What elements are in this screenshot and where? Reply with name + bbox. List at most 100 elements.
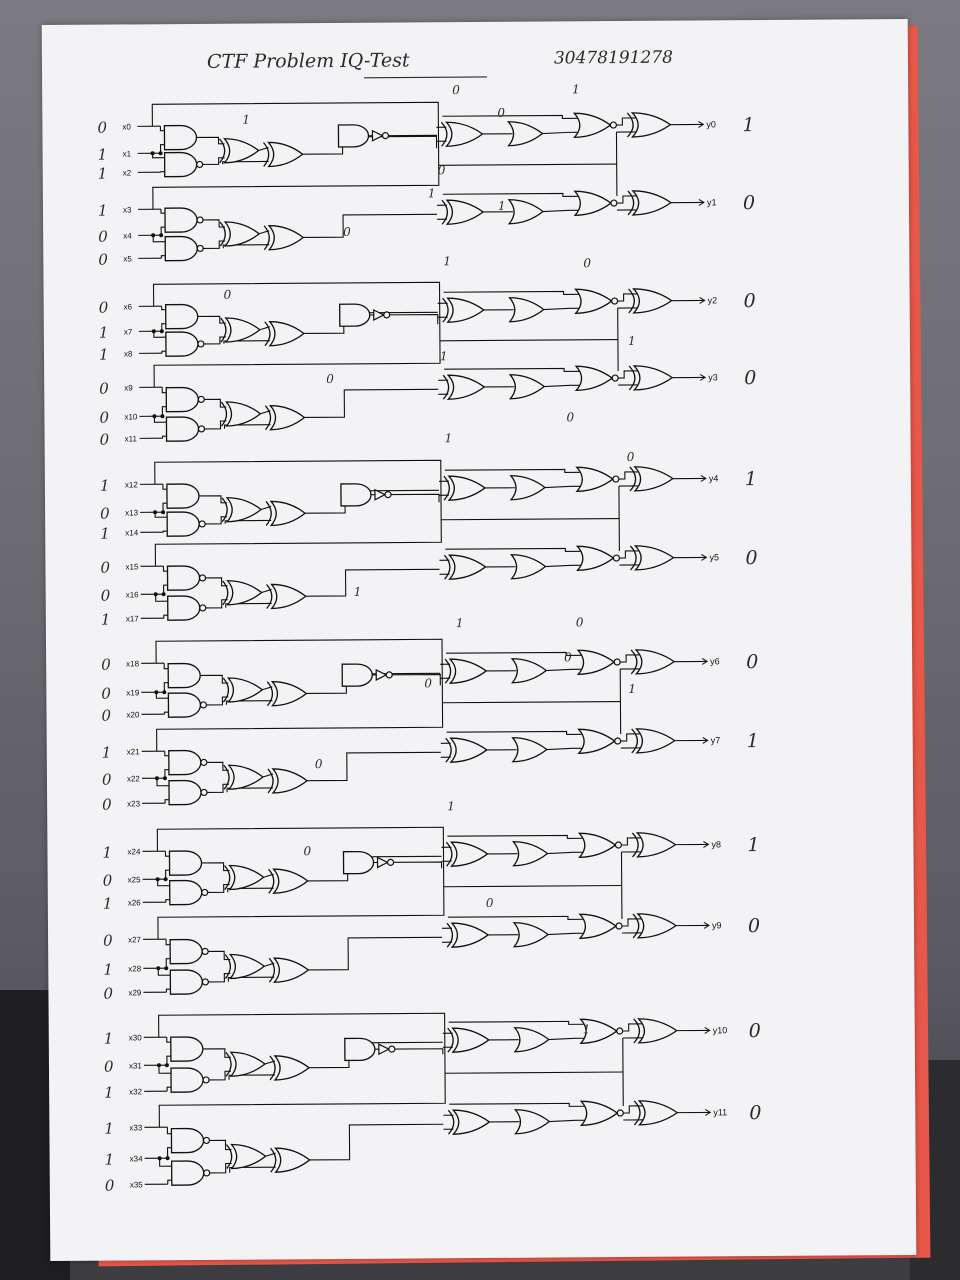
nor-bubble	[609, 121, 618, 129]
wire	[164, 799, 170, 804]
nand-bubble	[203, 1169, 211, 1177]
input-label: x11	[125, 434, 138, 443]
xor-gate	[270, 583, 307, 610]
xor-arc	[225, 1051, 232, 1077]
xor-gate	[268, 405, 306, 431]
and-gate	[167, 692, 202, 718]
wire	[209, 1162, 232, 1174]
nand-bubble	[196, 244, 204, 253]
or-gate	[510, 658, 548, 684]
wire	[165, 939, 171, 946]
xor-gate	[630, 112, 672, 138]
xor-gate	[272, 868, 309, 894]
xor-gate	[226, 677, 264, 703]
and-gate	[163, 151, 198, 178]
input-value-mark: 0	[103, 985, 113, 1003]
wire	[621, 918, 644, 927]
xor-gate	[226, 580, 263, 606]
nor-bubble	[614, 737, 622, 745]
xor-gate	[636, 913, 678, 939]
wire	[151, 101, 439, 127]
xor-gate	[224, 317, 261, 343]
input-value-mark: 0	[99, 409, 109, 427]
wire	[305, 568, 440, 597]
xor-gate	[227, 764, 265, 790]
input-value-mark: 1	[105, 1151, 115, 1169]
header-title: CTF Problem IQ-Test	[207, 49, 410, 72]
or-gate	[509, 554, 547, 580]
xor-gate	[223, 221, 261, 247]
wire	[306, 672, 441, 695]
output-label: y1	[707, 197, 717, 207]
input-value-mark: 1	[104, 1120, 114, 1138]
wire	[166, 1055, 171, 1066]
wire	[209, 1070, 232, 1081]
wire	[444, 367, 583, 372]
wire	[164, 769, 169, 779]
input-value-mark: 1	[102, 844, 112, 862]
input-label: x1	[123, 149, 132, 158]
and-gate	[167, 662, 201, 689]
input-value-mark: 0	[104, 1058, 114, 1076]
wire	[207, 783, 230, 793]
wire	[154, 470, 442, 567]
nand-bubble	[197, 425, 206, 433]
wire	[152, 235, 166, 243]
wire-junction	[162, 776, 167, 781]
xor-gate	[633, 545, 675, 571]
output-value-mark: 0	[745, 547, 757, 569]
wire	[222, 160, 269, 165]
and-gate	[344, 1037, 376, 1062]
and-gate	[166, 565, 201, 591]
wire	[545, 564, 584, 568]
input-label: x20	[126, 710, 140, 719]
xor-arc	[222, 580, 229, 606]
wire	[616, 117, 639, 126]
wire	[616, 195, 639, 204]
wire	[160, 226, 166, 236]
output-value-mark: 1	[742, 114, 754, 136]
or-gate	[578, 913, 618, 939]
pencil-annotation: 1	[447, 799, 455, 813]
wire	[159, 126, 165, 132]
input-label: x13	[125, 508, 139, 517]
wire	[156, 778, 170, 787]
nand-bubble	[202, 1076, 210, 1084]
not-gate	[373, 309, 386, 321]
input-value-mark: 0	[101, 587, 111, 605]
xor-gate	[447, 554, 487, 580]
xor-arc	[632, 913, 640, 939]
input-label: x17	[126, 614, 140, 623]
output-arrow	[701, 554, 708, 561]
input-label: x7	[124, 327, 133, 336]
xor-gate	[274, 1147, 311, 1173]
gate-layer	[163, 112, 679, 1186]
wire	[155, 638, 443, 664]
wire	[617, 293, 640, 302]
wire	[206, 761, 229, 771]
output-label: y11	[713, 1107, 727, 1117]
output-arrow	[698, 199, 705, 206]
wire-junction	[153, 510, 158, 515]
or-gate	[577, 832, 617, 858]
input-label: x21	[127, 747, 141, 756]
not-bubble	[381, 132, 390, 140]
wire	[225, 602, 272, 608]
xor-gate	[228, 953, 266, 980]
pencil-annotation: 1	[445, 431, 453, 445]
input-value-mark: 0	[100, 431, 110, 449]
output-value-mark: 0	[748, 915, 760, 937]
wire	[162, 484, 167, 490]
input-value-mark: 0	[97, 119, 107, 137]
wire	[165, 958, 171, 969]
wire	[197, 315, 226, 324]
or-gate	[506, 121, 544, 147]
wire-junction	[153, 592, 158, 597]
pencil-annotation: 0	[438, 163, 446, 177]
xor-arc	[627, 190, 635, 216]
wire	[155, 594, 168, 602]
input-value-mark: 1	[98, 146, 108, 164]
pencil-annotation: 0	[564, 650, 572, 664]
not-bubble	[385, 671, 393, 679]
